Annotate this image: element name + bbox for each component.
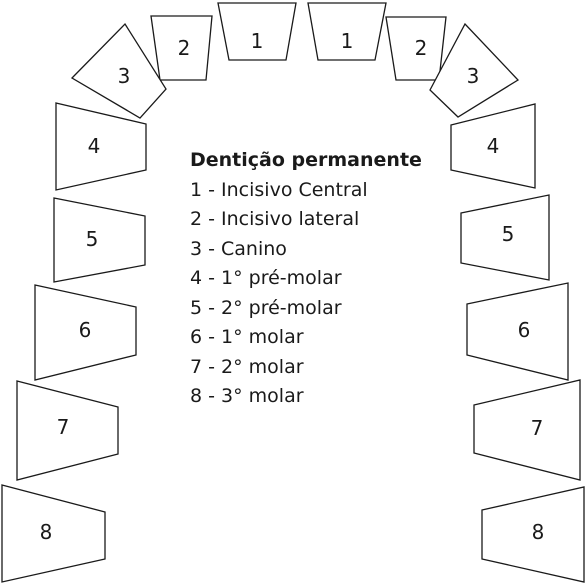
tooth-right-5: 5 <box>460 194 550 281</box>
legend-item: 5 - 2° pré-molar <box>190 296 342 319</box>
tooth-right-6-shape <box>466 282 569 381</box>
tooth-left-3-shape <box>70 22 167 119</box>
tooth-right-3-number: 3 <box>467 64 480 88</box>
tooth-right-5-number: 5 <box>502 222 515 246</box>
tooth-left-5-number: 5 <box>86 227 99 251</box>
tooth-right-4-number: 4 <box>487 134 500 158</box>
tooth-left-4: 4 <box>55 102 147 191</box>
legend-item: 6 - 1° molar <box>190 326 304 348</box>
tooth-left-6-shape <box>34 284 137 381</box>
tooth-right-6-number: 6 <box>518 318 531 342</box>
dentition-legend: Dentição permanente 1 - Incisivo Central… <box>190 146 422 412</box>
legend-item: 4 - 1° pré-molar <box>190 267 342 289</box>
tooth-left-6-number: 6 <box>79 318 92 342</box>
tooth-right-6: 6 <box>466 282 569 381</box>
legend-item: 3 - Canino <box>190 237 287 260</box>
tooth-right-8: 8 <box>481 486 585 583</box>
tooth-left-1-number: 1 <box>251 29 264 53</box>
tooth-left-1: 1 <box>217 2 297 61</box>
tooth-left-4-shape <box>55 102 147 191</box>
tooth-left-8-shape <box>1 484 106 583</box>
tooth-right-4-shape <box>450 103 536 189</box>
tooth-left-3-number: 3 <box>118 64 131 88</box>
tooth-right-8-shape <box>481 486 585 583</box>
tooth-right-8-number: 8 <box>532 520 545 544</box>
legend-item: 7 - 2° molar <box>190 355 304 378</box>
tooth-left-5-shape <box>53 197 146 283</box>
tooth-left-2-shape <box>150 15 213 81</box>
tooth-left-2-number: 2 <box>178 36 191 60</box>
legend-item: 1 - Incisivo Central <box>190 178 368 201</box>
tooth-right-2-number: 2 <box>415 36 428 60</box>
tooth-right-1-number: 1 <box>341 29 354 53</box>
legend-item: 8 - 3° molar <box>190 385 304 407</box>
legend-item: 2 - Incisivo lateral <box>190 208 360 230</box>
tooth-left-7-shape <box>16 380 119 481</box>
tooth-left-8: 8 <box>1 484 106 583</box>
tooth-left-5: 5 <box>53 197 146 283</box>
tooth-left-7-number: 7 <box>57 415 70 439</box>
tooth-left-8-number: 8 <box>40 520 53 544</box>
legend-title: Dentição permanente <box>190 149 422 171</box>
tooth-right-3: 3 <box>429 22 520 118</box>
tooth-left-1-shape <box>217 2 297 61</box>
tooth-right-7-shape <box>473 379 581 481</box>
tooth-right-1-shape <box>307 2 387 61</box>
tooth-right-1: 1 <box>307 2 387 61</box>
tooth-left-3: 3 <box>70 22 167 119</box>
tooth-right-7: 7 <box>473 379 581 481</box>
tooth-right-2: 2 <box>385 16 447 81</box>
tooth-right-4: 4 <box>450 103 536 189</box>
tooth-left-6: 6 <box>34 284 137 381</box>
tooth-right-3-shape <box>429 22 520 118</box>
tooth-left-4-number: 4 <box>88 134 101 158</box>
tooth-right-5-shape <box>460 194 550 281</box>
tooth-right-7-number: 7 <box>531 416 544 440</box>
tooth-left-7: 7 <box>16 380 119 481</box>
tooth-left-2: 2 <box>150 15 213 81</box>
